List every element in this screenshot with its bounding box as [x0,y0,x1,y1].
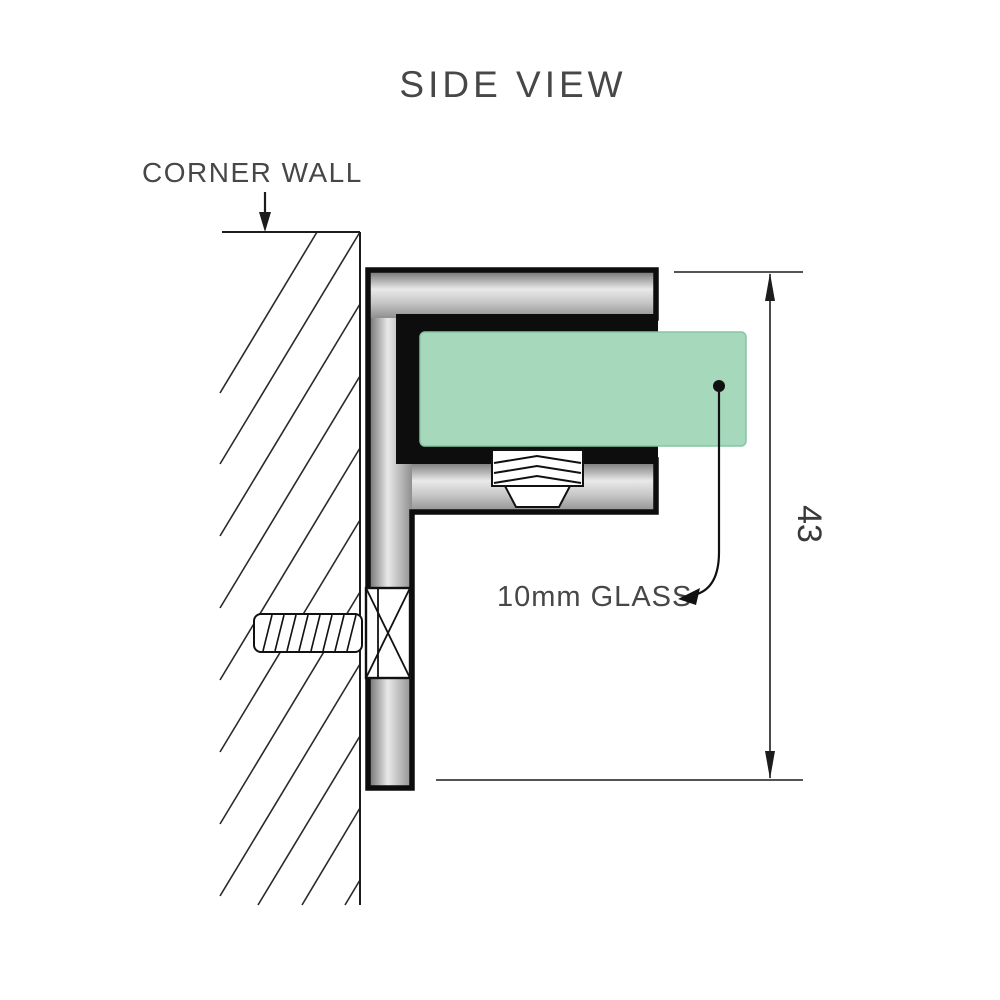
screw-thread-line [262,614,273,652]
glass-callout-dot [713,380,725,392]
screw-thread-line [322,614,333,652]
glass-label: 10mm GLASS [497,581,692,613]
wall-hatch-line [219,447,361,681]
grub-screw [491,449,584,508]
grub-screw-cone-tip [503,485,572,508]
dimension-43: 43 [436,271,828,781]
wall-screw [253,586,412,680]
wall-hatch-line [301,807,361,906]
corner-wall-arrowhead-icon [259,212,271,232]
dimension-value: 43 [790,505,828,543]
diagram-title: SIDE VIEW [399,64,626,105]
wall-screw-threads [262,614,357,652]
glass-panel [419,331,747,447]
grub-screw-thread-line [493,474,582,484]
wall-hatching [219,231,361,906]
screw-thread-line [298,614,309,652]
screw-thread-line [310,614,321,652]
wall-hatch-line [219,231,318,394]
wall-screw-head-cross-line [365,587,411,679]
wall-hatch-line [219,375,361,609]
grub-screw-thread-line [493,454,582,464]
wall-hatch-line [344,879,361,906]
dimension-arrowhead-bottom-icon [765,751,775,779]
wall-hatch-line [219,231,361,465]
corner-wall-label: CORNER WALL [142,157,363,188]
glass-callout-leader-line [693,392,721,597]
screw-thread-line [286,614,297,652]
bracket-top-arm [368,270,656,318]
wall-screw-shaft [253,613,363,653]
dimension-arrowhead-top-icon [765,273,775,301]
screw-thread-line [346,614,357,652]
wall-hatch-line [257,735,361,906]
glass-callout-arrowhead-icon [678,588,700,605]
screw-thread-line [334,614,345,652]
wall-hatch-line [219,303,361,537]
screw-thread-line [274,614,285,652]
grub-screw-thread-line [493,464,582,474]
wall-hatch-line [219,663,361,897]
